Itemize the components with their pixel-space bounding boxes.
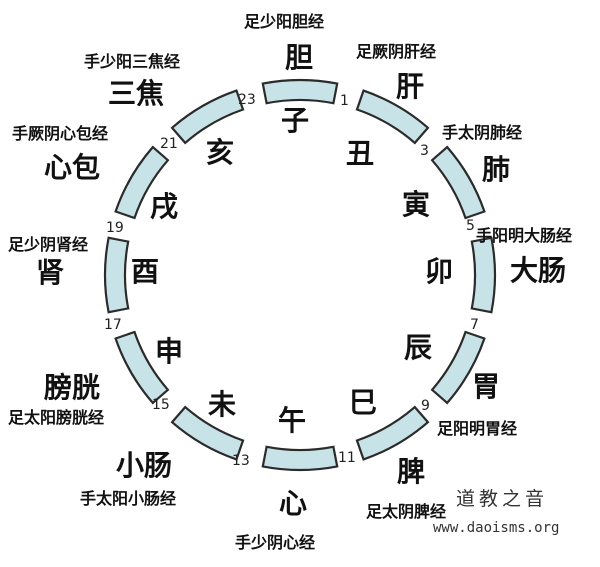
branch-you: 酉 (131, 255, 160, 288)
ring-segment-13 (170, 405, 245, 461)
ring-segment-15 (114, 330, 170, 405)
organ-heart: 心 (279, 487, 308, 520)
hour-23: 23 (238, 92, 256, 108)
hour-17: 17 (104, 317, 122, 333)
branch-chou: 丑 (346, 137, 375, 170)
ring-segment-7 (430, 330, 486, 405)
branch-shen: 申 (155, 335, 184, 368)
hour-9: 9 (421, 398, 430, 414)
meridian-small-intestine: 手太阳小肠经 (80, 489, 177, 508)
branch-mao: 卯 (425, 255, 454, 288)
branch-wu: 午 (278, 404, 307, 437)
ring-segment-17 (103, 236, 130, 314)
ring-segments (103, 78, 497, 472)
organ-kidney: 肾 (36, 256, 65, 289)
meridian-heart: 手少阴心经 (235, 533, 316, 552)
meridian-liver: 足厥阴肝经 (356, 42, 437, 61)
branch-wei: 未 (208, 388, 237, 421)
ring-segment-9 (355, 405, 430, 461)
meridian-lung: 手太阴肺经 (442, 123, 523, 142)
ring-segment-19 (114, 145, 170, 220)
branch-yin: 寅 (402, 188, 431, 221)
hour-3: 3 (420, 143, 429, 159)
branch-xu: 戌 (150, 190, 179, 223)
organ-liver: 肝 (396, 70, 425, 103)
watermark-url: www.daoisms.org (433, 520, 560, 536)
meridian-gallbladder: 足少阳胆经 (244, 12, 325, 31)
meridian-kidney: 足少阴肾经 (8, 235, 89, 254)
ring-segment-11 (261, 445, 339, 472)
organ-lung: 肺 (482, 153, 511, 186)
meridian-pericardium: 手厥阴心包经 (12, 124, 109, 143)
ring-segment-3 (430, 145, 486, 220)
hour-21: 21 (160, 136, 178, 152)
meridian-large-intestine: 手阳明大肠经 (476, 226, 573, 245)
organ-stomach: 胃 (472, 370, 501, 403)
hour-15: 15 (152, 397, 170, 413)
hour-5: 5 (466, 218, 475, 234)
organ-bladder: 膀胱 (44, 371, 101, 404)
branch-si: 巳 (349, 386, 378, 419)
meridian-spleen: 足太阴脾经 (366, 502, 447, 521)
ring-segment-21 (170, 89, 245, 145)
hour-7: 7 (470, 317, 479, 333)
watermark-title: 道教之音 (456, 488, 549, 510)
organ-triple-burner: 三焦 (108, 77, 165, 110)
branch-hai: 亥 (206, 136, 235, 169)
organ-small-intestine: 小肠 (116, 449, 173, 482)
hour-11: 11 (338, 450, 356, 466)
organ-gallbladder: 胆 (285, 41, 314, 74)
hour-1: 1 (340, 93, 349, 109)
branch-chen: 辰 (404, 331, 433, 364)
organ-large-intestine: 大肠 (510, 254, 567, 287)
hour-13: 13 (232, 453, 250, 469)
meridian-bladder: 足太阳膀胱经 (8, 408, 105, 427)
ring-segment-23 (261, 78, 339, 105)
ring-segment-5 (470, 236, 497, 314)
ring-segment-1 (355, 89, 430, 145)
branch-zi: 子 (281, 104, 310, 137)
organ-spleen: 脾 (397, 455, 426, 488)
organ-pericardium: 心包 (44, 151, 101, 184)
meridian-triple-burner: 手少阳三焦经 (84, 52, 181, 71)
meridian-stomach: 足阳明胃经 (437, 419, 518, 438)
hour-19: 19 (106, 220, 124, 236)
